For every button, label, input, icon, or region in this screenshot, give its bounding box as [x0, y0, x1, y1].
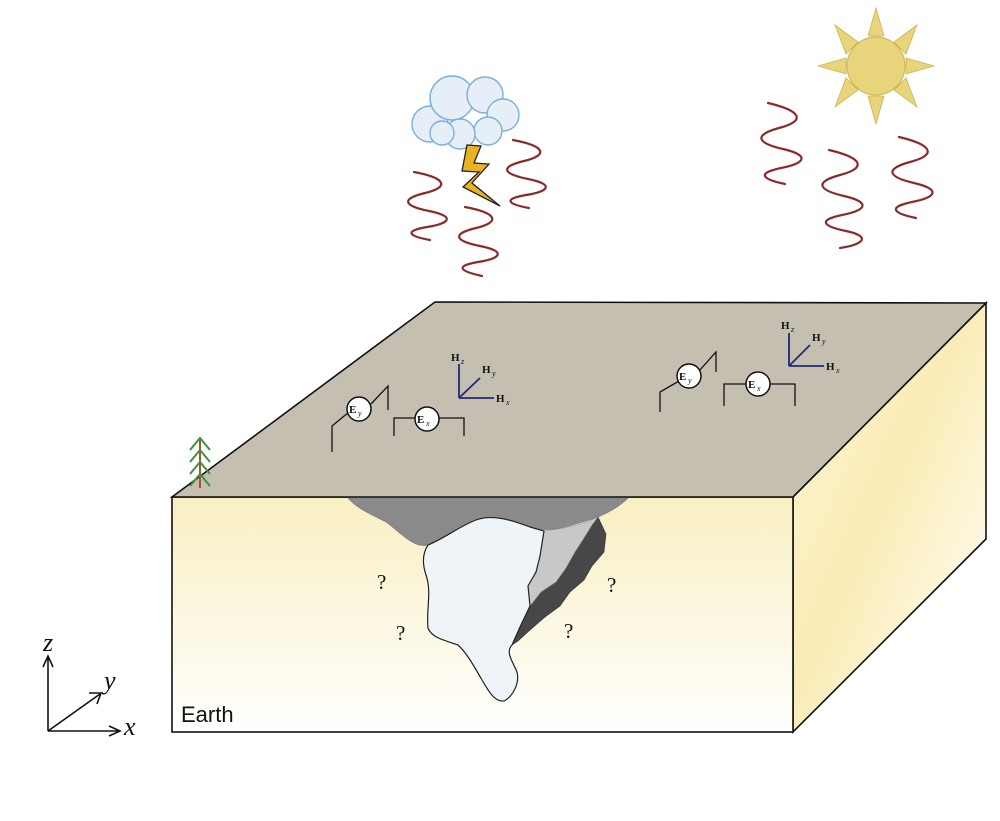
block-surface	[169, 301, 988, 498]
field-symbol: H	[826, 361, 835, 373]
unknown-mark: ?	[377, 570, 386, 594]
sun-icon	[816, 6, 936, 126]
station-left: E y E x H z H y H x	[331, 352, 510, 452]
cloud-icon	[411, 75, 520, 150]
magnetometer-left: H z H y H x	[451, 352, 510, 407]
field-subscript: x	[505, 398, 510, 407]
storm-signal-waves	[407, 138, 547, 278]
field-symbol: E	[417, 414, 424, 426]
unknown-mark: ?	[396, 621, 405, 645]
field-symbol: E	[748, 379, 755, 391]
field-subscript: y	[491, 369, 496, 378]
ex-electrode-right: E x	[723, 371, 796, 406]
anomaly-light-body	[422, 516, 545, 702]
field-symbol: H	[482, 364, 491, 376]
field-symbol: H	[781, 320, 790, 332]
earth-label: Earth	[181, 702, 234, 727]
field-symbol: H	[812, 332, 821, 344]
field-subscript: x	[425, 419, 430, 428]
field-symbol: H	[496, 393, 505, 405]
field-subscript: y	[357, 409, 362, 418]
earth-block: Earth ? ? ? ?	[169, 301, 988, 734]
field-subscript: z	[460, 357, 465, 366]
field-subscript: z	[790, 325, 795, 334]
field-subscript: y	[687, 376, 692, 385]
ex-electrode-left: E x	[393, 406, 465, 436]
axis-x-label: x	[123, 712, 136, 741]
ey-electrode-left: E y	[331, 384, 389, 452]
axis-z-label: z	[42, 628, 53, 657]
magnetometer-right: H z H y H x	[781, 320, 840, 375]
field-subscript: y	[821, 337, 826, 346]
field-subscript: x	[835, 366, 840, 375]
lightning-icon	[461, 144, 501, 207]
unknown-mark: ?	[564, 619, 573, 643]
ey-electrode-right: E y	[659, 350, 717, 412]
tree-icon	[189, 436, 211, 488]
field-symbol: E	[679, 371, 686, 383]
field-subscript: x	[756, 384, 761, 393]
field-symbol: H	[451, 352, 460, 364]
solar-signal-waves	[760, 101, 934, 250]
unknown-mark: ?	[607, 573, 616, 597]
station-right: E y E x H z H y H x	[659, 320, 840, 412]
axis-y-label: y	[101, 666, 116, 695]
coordinate-axes	[42, 654, 122, 737]
field-symbol: E	[349, 404, 356, 416]
